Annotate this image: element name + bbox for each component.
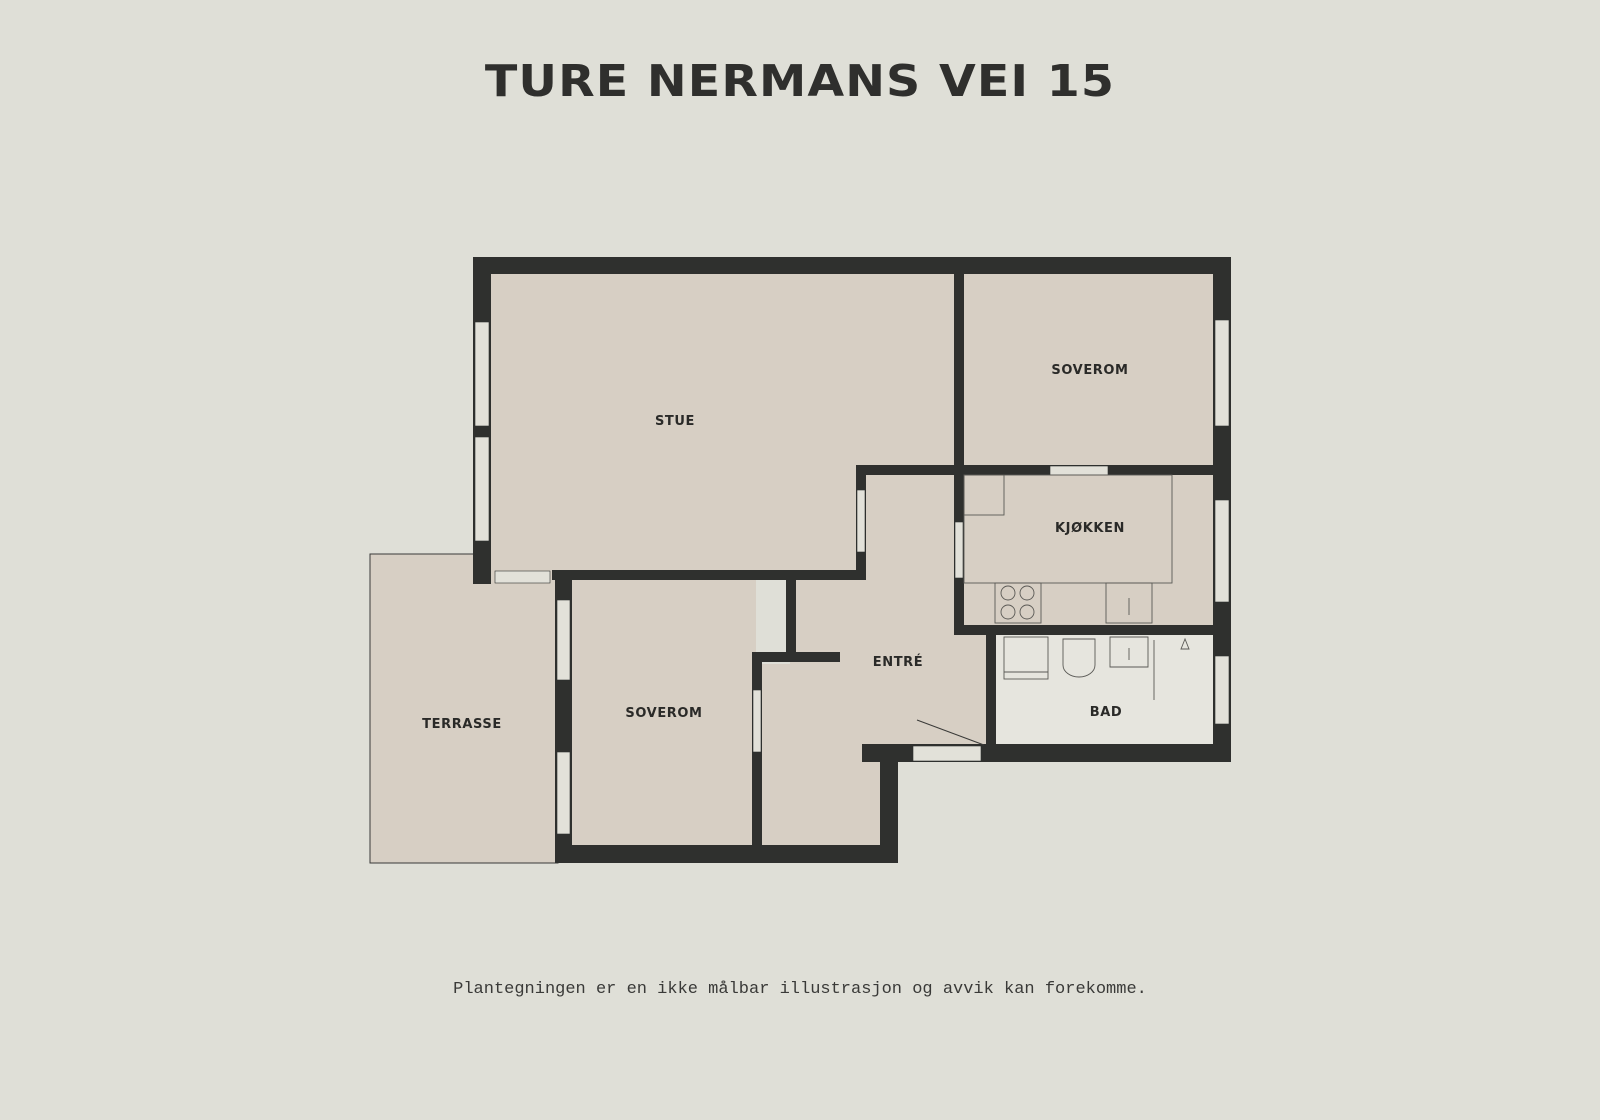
wall-stue-bottom	[552, 570, 864, 580]
room-label-soverom-2: SOVEROM	[625, 706, 702, 721]
room-label-bad: BAD	[1090, 705, 1123, 720]
window-soverom-right	[1214, 319, 1230, 427]
stove-icon	[994, 582, 1042, 624]
kitchen-counter	[963, 474, 1173, 584]
terrasse-floor	[369, 553, 559, 864]
wall-stue-soverom	[954, 257, 964, 475]
wall-soverom2-entre-h	[752, 652, 840, 662]
door-stue-entre	[856, 489, 866, 553]
room-fills	[369, 266, 1222, 864]
door-stue-terrace	[494, 570, 551, 584]
windows	[474, 319, 1230, 835]
bath-fixtures	[1003, 636, 1190, 700]
wall-bottom	[555, 845, 898, 863]
window-stue-left-2	[474, 436, 490, 542]
door-soverom2-entre	[752, 689, 762, 753]
wall-bath-left	[986, 625, 996, 762]
window-soverom2-left-2	[556, 751, 571, 835]
wall-stue-left-lower	[473, 540, 491, 584]
room-label-kjokken: KJØKKEN	[1055, 521, 1125, 536]
soverom-1-floor	[958, 266, 1222, 470]
window-soverom2-left-1	[556, 599, 571, 681]
washer-icon	[1003, 636, 1049, 680]
room-label-entre: ENTRÉ	[873, 654, 924, 670]
window-kitchen-right	[1214, 499, 1230, 603]
window-bath-right	[1214, 655, 1230, 725]
window-stue-left-1	[474, 321, 490, 427]
front-door	[912, 745, 982, 762]
room-label-soverom-1: SOVEROM	[1051, 363, 1128, 378]
shower-icon	[1180, 637, 1190, 650]
soverom-2-floor	[570, 578, 756, 846]
toilet-icon	[1062, 638, 1096, 678]
disclaimer-text: Plantegningen er en ikke målbar illustra…	[453, 980, 1147, 999]
wall-kitchen-bottom	[954, 625, 1231, 635]
room-labels: STUE SOVEROM KJØKKEN ENTRÉ BAD SOVEROM T…	[422, 363, 1128, 732]
room-label-stue: STUE	[655, 414, 695, 429]
wall-top	[473, 257, 1231, 274]
bad-floor	[990, 632, 1222, 752]
kitchen-cabinet	[963, 474, 1005, 516]
kjokken-floor	[958, 470, 1222, 626]
door-kitchen-entre	[954, 521, 964, 579]
wall-soverom2-entre-top	[786, 578, 796, 658]
wall-entre-lower-right	[880, 744, 898, 863]
wall-stue-step-h	[856, 465, 964, 475]
room-label-terrasse: TERRASSE	[422, 717, 502, 732]
sink-icon	[1105, 582, 1153, 624]
door-soverom-kitchen	[1049, 465, 1109, 476]
page-title: TURE NERMANS VEI 15	[484, 56, 1116, 107]
bath-sink-icon	[1109, 636, 1149, 668]
front-door-swing	[916, 719, 985, 746]
kitchen-fixtures	[963, 474, 1173, 624]
